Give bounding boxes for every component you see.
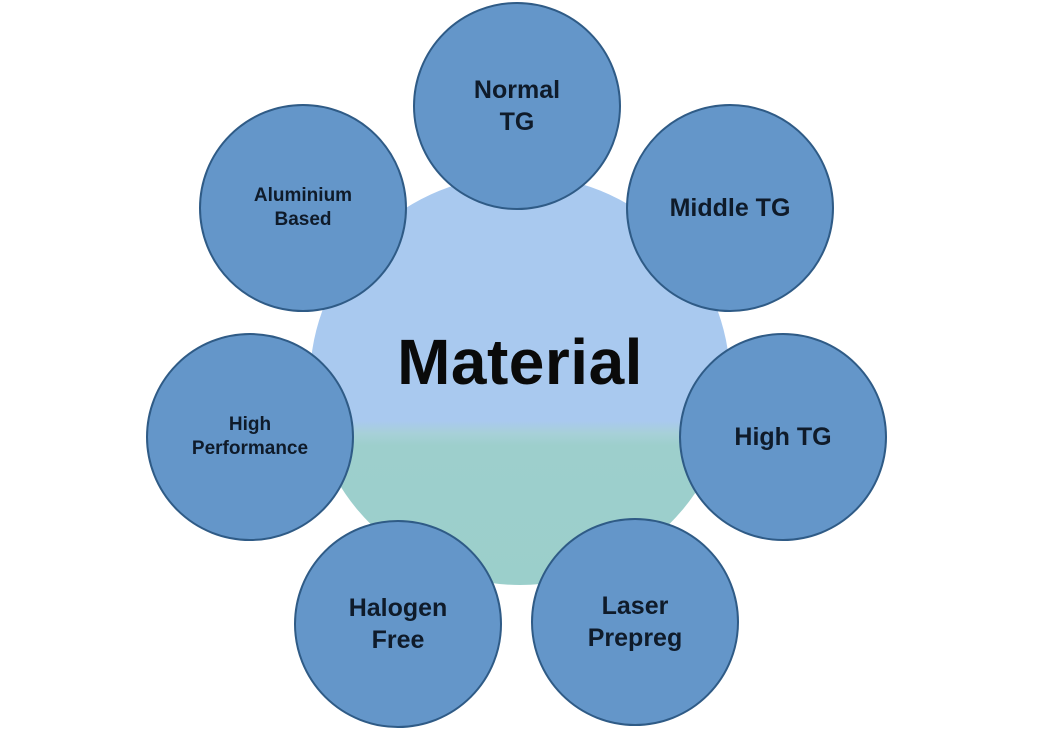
node-high-performance: High Performance: [146, 333, 354, 541]
node-label: High Performance: [191, 413, 309, 459]
node-high-tg: High TG: [679, 333, 887, 541]
node-label: Halogen Free: [348, 594, 448, 654]
node-label: High TG: [734, 423, 832, 451]
node-aluminium-based: Aluminium Based: [199, 104, 407, 312]
node-label: Normal TG: [473, 76, 561, 136]
node-middle-tg: Middle TG: [626, 104, 834, 312]
center-label: Material: [397, 326, 643, 398]
node-normal-tg: Normal TG: [413, 2, 621, 210]
node-label: Middle TG: [669, 194, 791, 222]
node-label: Laser Prepreg: [587, 592, 683, 652]
node-halogen-free: Halogen Free: [294, 520, 502, 728]
node-label: Aluminium Based: [253, 184, 353, 230]
node-laser-prepreg: Laser Prepreg: [531, 518, 739, 726]
